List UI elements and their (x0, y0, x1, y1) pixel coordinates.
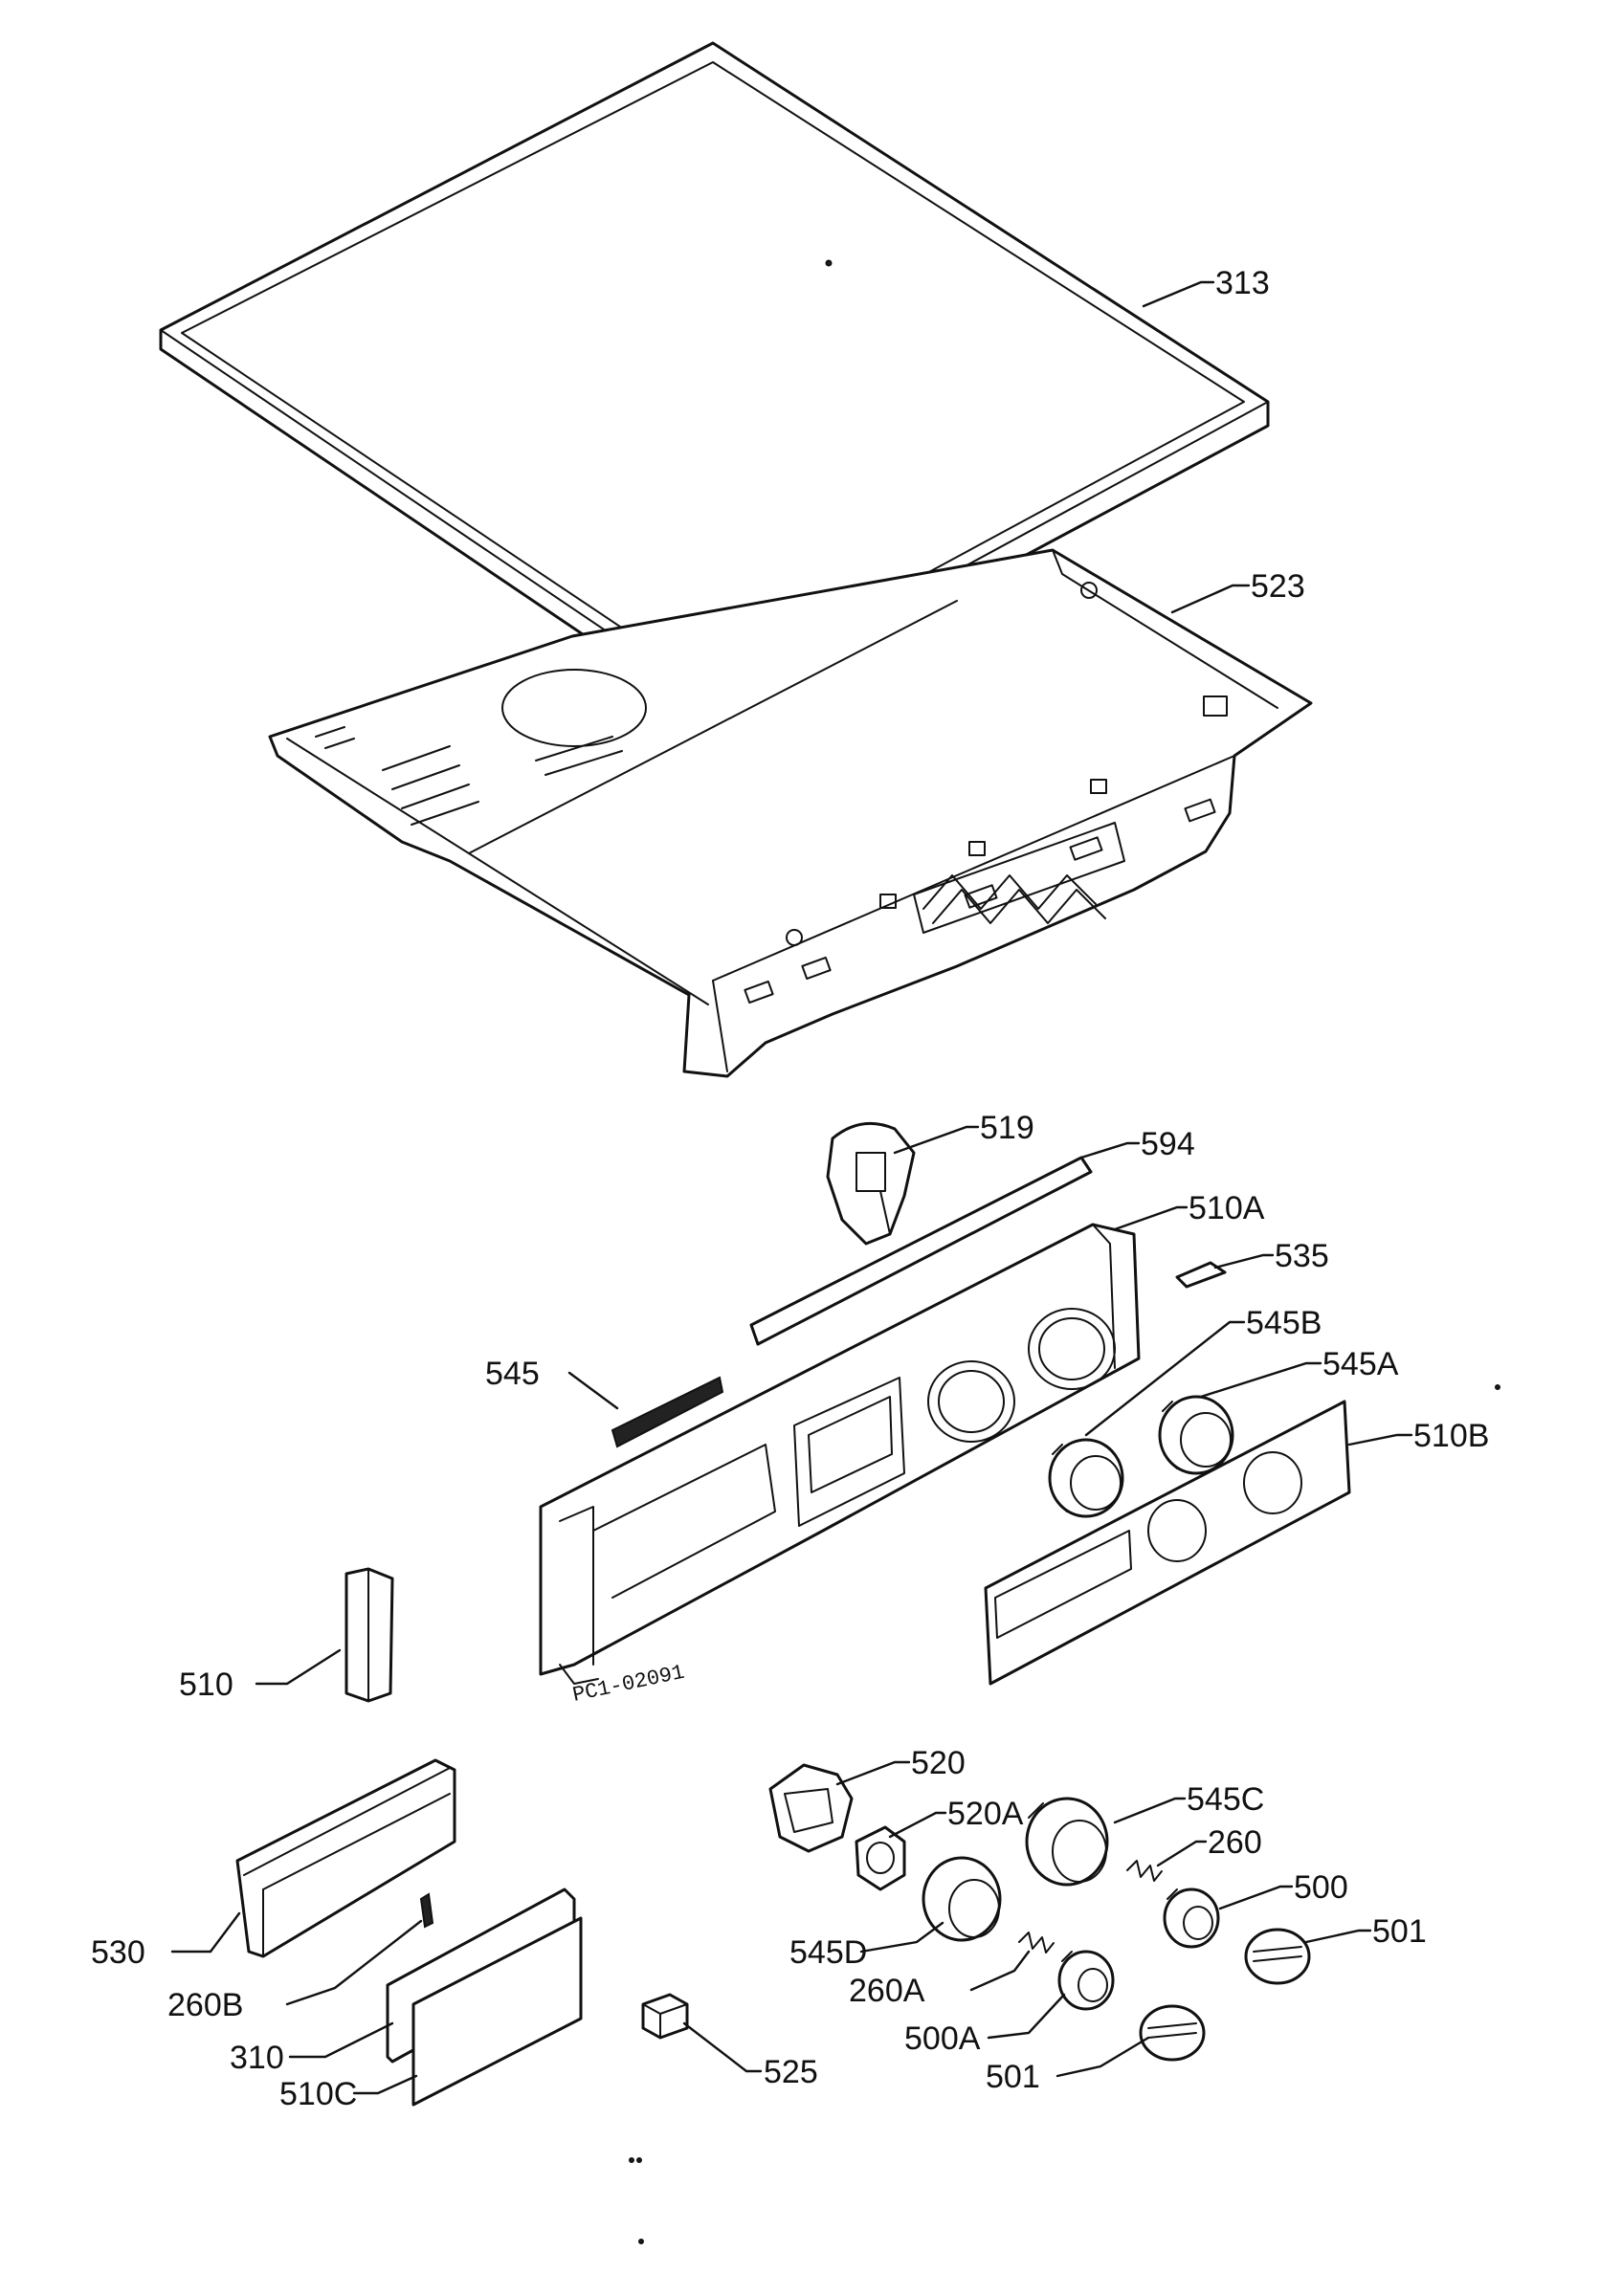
part-519-bracket (826, 1121, 916, 1246)
callout-313: 313 (1215, 265, 1270, 301)
part-500-knob-shaft (1163, 1888, 1220, 1949)
callout-500: 500 (1294, 1869, 1348, 1906)
callout-525: 525 (764, 2054, 818, 2090)
part-545A-knob-housing (1158, 1395, 1234, 1475)
stray-dot (629, 2157, 634, 2163)
stray-dot (638, 2239, 644, 2244)
part-545-bar (611, 1376, 724, 1448)
part-525-button (641, 1993, 689, 2040)
callout-520A: 520A (947, 1796, 1024, 1832)
callout-260B: 260B (167, 1987, 243, 2023)
part-594-rod (749, 1156, 1093, 1346)
callout-545C: 545C (1187, 1781, 1264, 1818)
part-510A-front-panel (539, 1223, 1141, 1685)
callout-310: 310 (230, 2040, 284, 2076)
part-535-clip (1175, 1261, 1227, 1289)
part-545D-knob-housing (922, 1856, 1002, 1942)
part-501-knob-right (1244, 1928, 1311, 1985)
part-520A-switch (855, 1825, 906, 1891)
stray-dot (636, 2157, 642, 2163)
callout-510A: 510A (1189, 1190, 1265, 1226)
callout-545D: 545D (789, 1934, 867, 1971)
stray-dot (1495, 1384, 1500, 1390)
part-520-switch (768, 1763, 854, 1853)
part-530-drawer-handle (235, 1758, 456, 1958)
callout-501-bottom: 501 (986, 2059, 1040, 2095)
callout-535: 535 (1275, 1238, 1329, 1274)
callout-530: 530 (91, 1934, 145, 1971)
callout-260: 260 (1208, 1824, 1262, 1861)
part-510C-drawer-front (411, 1916, 583, 2107)
callout-545: 545 (485, 1356, 540, 1392)
part-510B-front-plate (984, 1400, 1351, 1686)
callout-510B: 510B (1413, 1418, 1489, 1454)
callout-501-right: 501 (1372, 1913, 1427, 1950)
part-500A-knob-shaft (1057, 1950, 1115, 2011)
part-260A-spring (1018, 1932, 1055, 1954)
callout-594: 594 (1141, 1126, 1195, 1162)
part-260B-pin (419, 1892, 434, 1929)
part-260-spring (1126, 1860, 1163, 1882)
part-545C-knob-housing (1025, 1797, 1109, 1887)
callout-523: 523 (1251, 568, 1305, 605)
callout-260A: 260A (849, 1973, 925, 2009)
callout-510: 510 (179, 1667, 233, 1703)
callout-500A: 500A (904, 2020, 981, 2057)
part-523-frame (268, 548, 1313, 1078)
callout-545B: 545B (1246, 1305, 1322, 1341)
callout-545A: 545A (1322, 1346, 1399, 1382)
part-501-knob-bottom (1139, 2004, 1206, 2062)
callout-520: 520 (911, 1745, 966, 1781)
callout-510C: 510C (279, 2076, 357, 2112)
part-510-corner-post (344, 1567, 394, 1703)
callout-519: 519 (980, 1110, 1034, 1146)
drawing-code: PC1-02091 (570, 1661, 686, 1708)
part-545B-knob-housing (1048, 1438, 1124, 1518)
leader-lines (170, 280, 1413, 2095)
callout-labels: 313 523 519 594 510A 535 545B 545 545A 5… (91, 265, 1489, 2112)
